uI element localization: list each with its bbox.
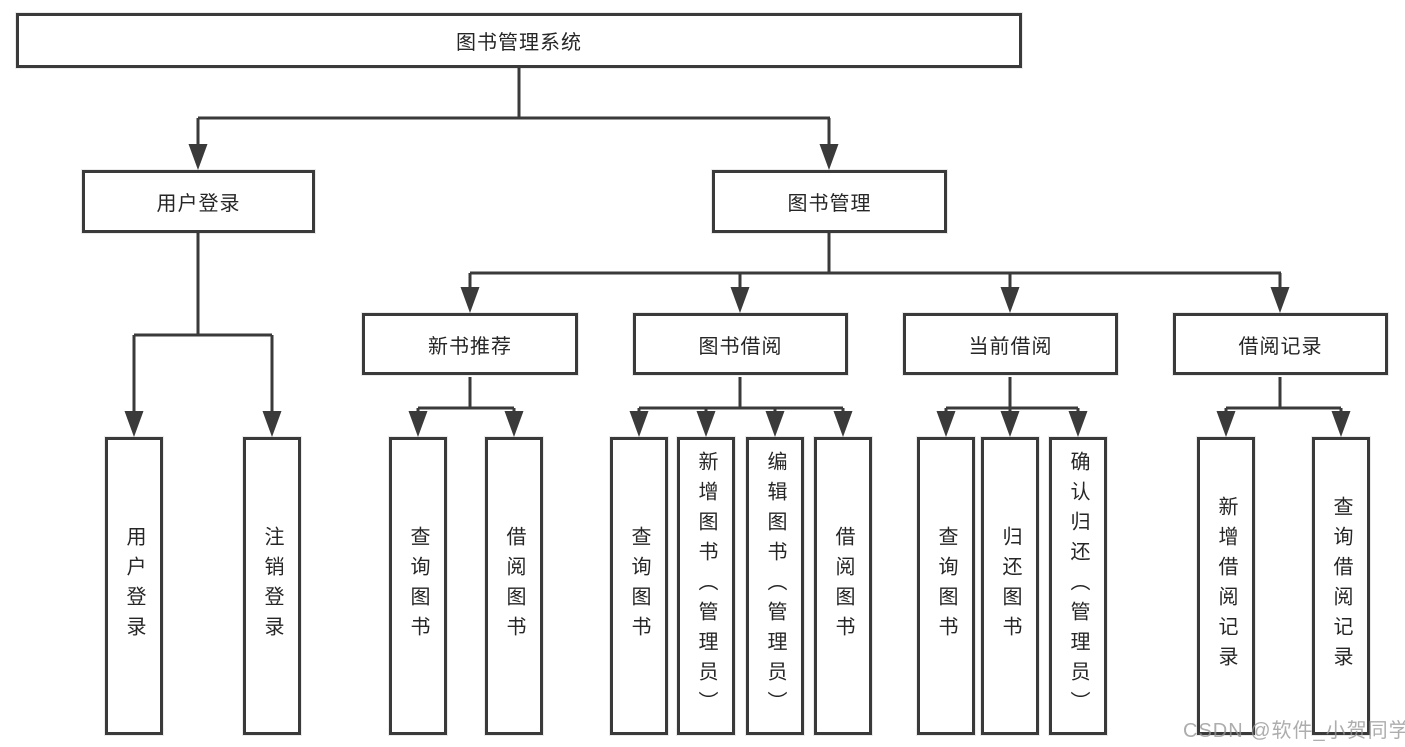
arrowhead <box>936 411 956 437</box>
node-borrow-records: 借阅记录 <box>1173 313 1388 375</box>
arrowhead <box>124 411 144 437</box>
arrowhead <box>1000 411 1020 437</box>
arrowheads <box>124 144 1351 437</box>
arrowhead <box>730 287 750 313</box>
arrowhead <box>629 411 649 437</box>
arrowhead <box>188 144 208 170</box>
leaf-return-book: 归还图书 <box>981 437 1039 735</box>
leaf-logout: 注销登录 <box>243 437 301 735</box>
arrowhead <box>1068 411 1088 437</box>
leaf-borrow-books-recommend: 借阅图书 <box>485 437 543 735</box>
arrowhead <box>696 411 716 437</box>
leaf-user-login: 用户登录 <box>105 437 163 735</box>
leaf-add-book-admin: 新增图书（管理员） <box>677 437 735 735</box>
node-book-borrow: 图书借阅 <box>633 313 848 375</box>
node-user-login: 用户登录 <box>82 170 315 233</box>
leaf-query-books-recommend: 查询图书 <box>389 437 447 735</box>
arrowhead <box>1216 411 1236 437</box>
arrowhead <box>819 144 839 170</box>
arrowhead <box>460 287 480 313</box>
arrowhead <box>1000 287 1020 313</box>
leaf-add-borrow-record: 新增借阅记录 <box>1197 437 1255 735</box>
leaf-query-books-borrow: 查询图书 <box>610 437 668 735</box>
node-current-borrow: 当前借阅 <box>903 313 1118 375</box>
leaf-query-books-current: 查询图书 <box>917 437 975 735</box>
node-root: 图书管理系统 <box>16 13 1022 68</box>
leaf-edit-book-admin: 编辑图书（管理员） <box>746 437 804 735</box>
arrowhead <box>504 411 524 437</box>
arrowhead <box>408 411 428 437</box>
arrowhead <box>262 411 282 437</box>
arrowhead <box>1270 287 1290 313</box>
leaf-borrow-books: 借阅图书 <box>814 437 872 735</box>
csdn-watermark: CSDN @软件_小贺同学 <box>1183 720 1405 742</box>
node-new-book-recommend: 新书推荐 <box>362 313 578 375</box>
leaf-confirm-return-admin: 确认归还（管理员） <box>1049 437 1107 735</box>
arrowhead <box>765 411 785 437</box>
node-book-management: 图书管理 <box>712 170 947 233</box>
arrowhead <box>1331 411 1351 437</box>
arrowhead <box>833 411 853 437</box>
leaf-query-borrow-record: 查询借阅记录 <box>1312 437 1370 735</box>
